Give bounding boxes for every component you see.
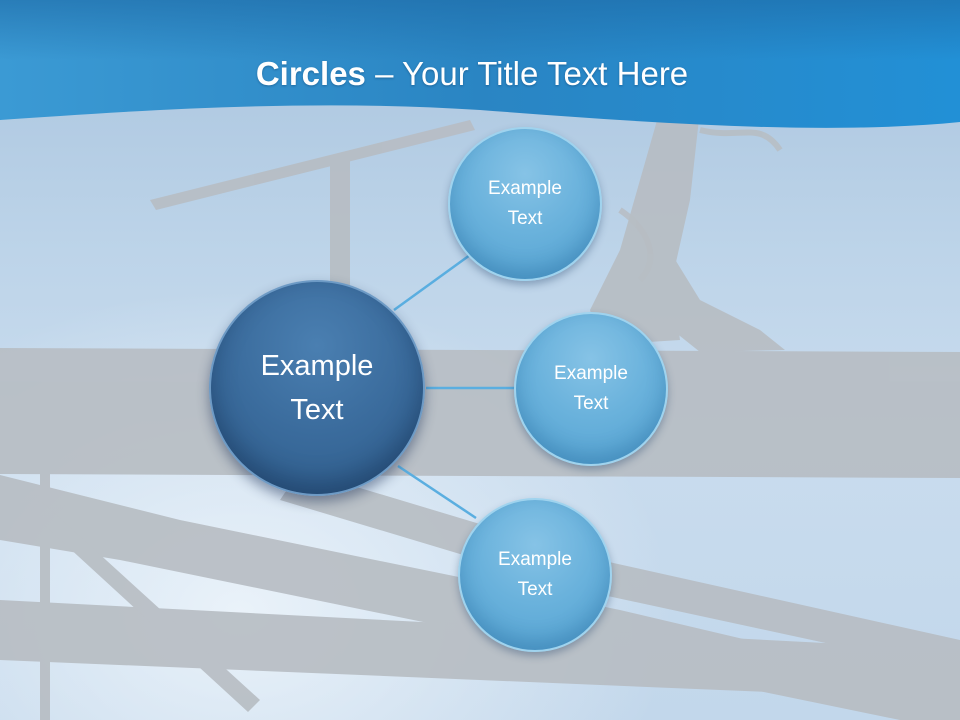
header-band bbox=[0, 0, 960, 128]
node-middle-label: Example Text bbox=[554, 363, 628, 414]
center-circle-label: Example Text bbox=[260, 350, 374, 426]
node-circle-bottom[interactable]: Example Text bbox=[458, 498, 612, 652]
node-circle-middle[interactable]: Example Text bbox=[514, 312, 668, 466]
center-circle[interactable]: Example Text bbox=[209, 280, 425, 496]
slide-title: Circles – Your Title Text Here bbox=[0, 52, 944, 96]
connector-top bbox=[393, 253, 471, 312]
node-bottom-label: Example Text bbox=[498, 549, 572, 600]
node-top-label: Example Text bbox=[488, 178, 562, 229]
node-circle-top[interactable]: Example Text bbox=[448, 127, 602, 281]
connector-bottom bbox=[397, 464, 477, 520]
title-bold: Circles bbox=[255, 55, 366, 92]
title-rest: – Your Title Text Here bbox=[365, 55, 689, 92]
